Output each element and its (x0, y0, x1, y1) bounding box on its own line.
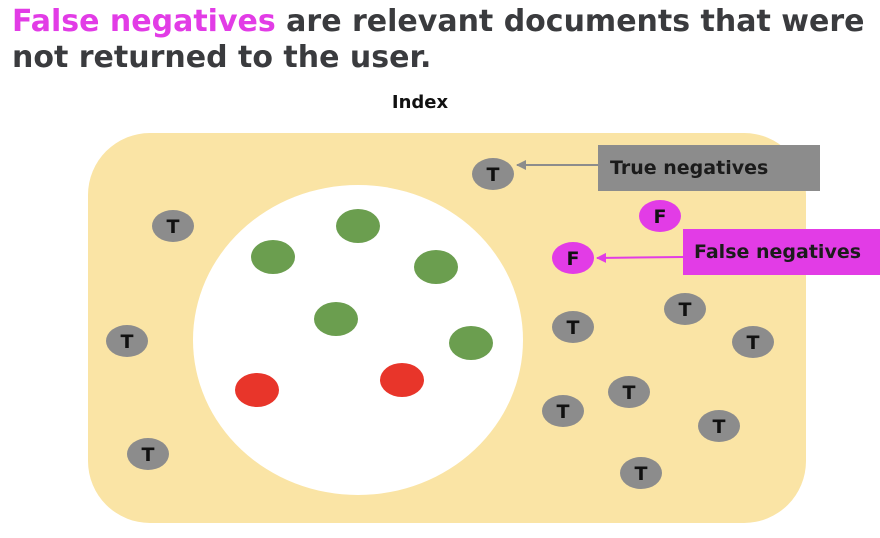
marker-letter: F (567, 248, 580, 270)
marker-letter: T (623, 382, 636, 404)
marker-letter: T (713, 416, 726, 438)
relevant-retrieved-document (336, 209, 380, 243)
marker-letter: T (557, 401, 570, 423)
true-negative-marker: T (608, 376, 650, 408)
true-negative-marker: T (106, 325, 148, 357)
headline-rest: are relevant documents that were not ret… (12, 4, 865, 75)
marker-letter: T (747, 332, 760, 354)
marker-letter: T (635, 463, 648, 485)
false-negative-marker: F (639, 200, 681, 232)
true-negative-marker: T (552, 311, 594, 343)
marker-letter: T (167, 216, 180, 238)
headline: False negatives are relevant documents t… (12, 4, 872, 76)
irrelevant-retrieved-document (380, 363, 424, 397)
relevant-retrieved-document (314, 302, 358, 336)
marker-letter: T (121, 331, 134, 353)
marker-letter: F (654, 206, 667, 228)
true-negative-marker: T (542, 395, 584, 427)
false-negatives-arrow (596, 252, 684, 263)
true-negative-marker: T (472, 158, 514, 190)
true-negative-marker: T (698, 410, 740, 442)
true-negatives-callout: True negatives (598, 145, 820, 191)
false-negative-marker: F (552, 242, 594, 274)
index-label: Index (391, 92, 449, 113)
true-negative-marker: T (664, 293, 706, 325)
false-negatives-callout: False negatives (683, 229, 880, 275)
marker-letter: T (487, 164, 500, 186)
marker-letter: T (142, 444, 155, 466)
irrelevant-retrieved-document (235, 373, 279, 407)
true-negative-marker: T (620, 457, 662, 489)
marker-letter: T (679, 299, 692, 321)
relevant-retrieved-document (414, 250, 458, 284)
true-negative-marker: T (127, 438, 169, 470)
true-negative-marker: T (152, 210, 194, 242)
marker-letter: T (567, 317, 580, 339)
relevant-retrieved-document (449, 326, 493, 360)
true-negative-marker: T (732, 326, 774, 358)
headline-highlight: False negatives (12, 4, 276, 39)
relevant-retrieved-document (251, 240, 295, 274)
